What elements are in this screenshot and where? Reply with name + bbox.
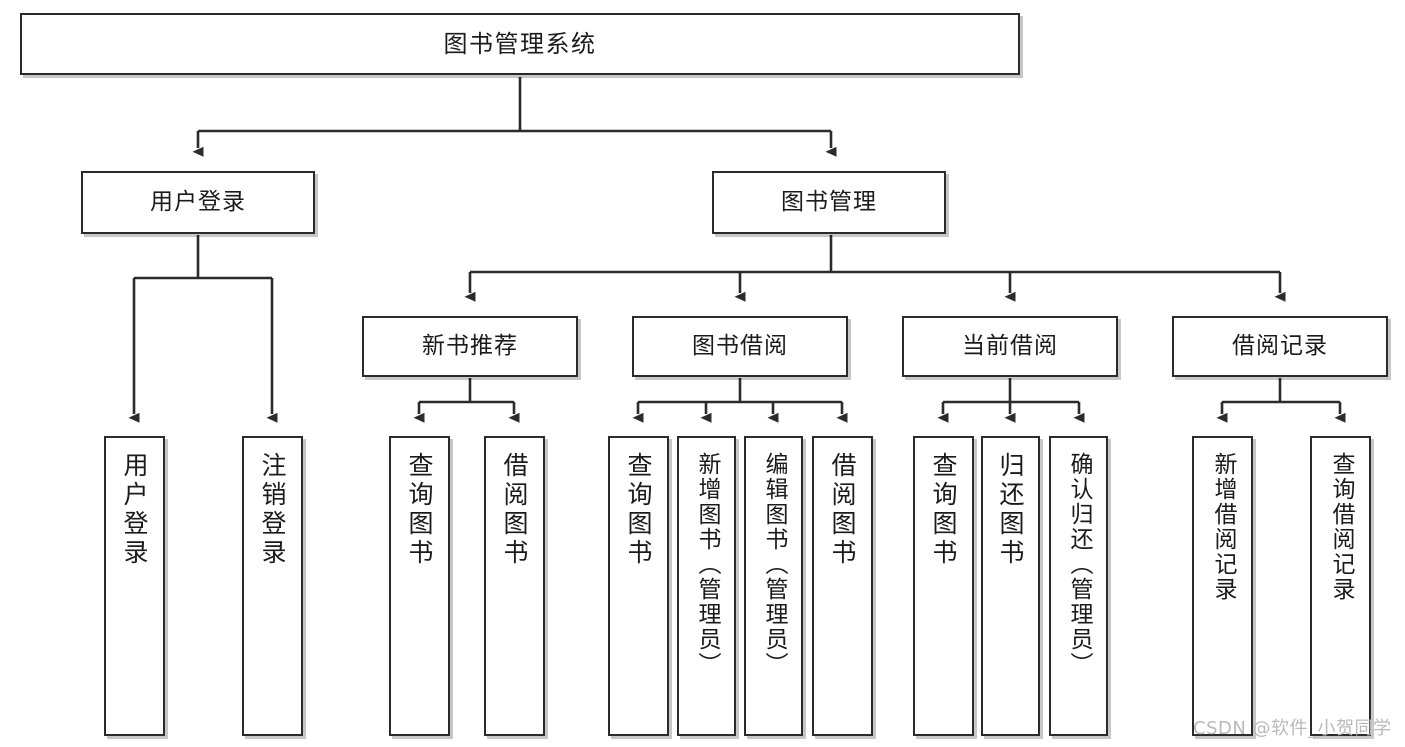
node-label: 图书管理 [781, 188, 877, 215]
leaf-edit-book-admin[interactable]: 编辑图书（管理员） [744, 436, 803, 736]
node-label: 注销登录 [258, 452, 287, 568]
node-label: 确认归还（管理员） [1066, 452, 1092, 677]
node-label: 用户登录 [120, 452, 149, 568]
node-label: 借阅记录 [1232, 332, 1328, 359]
node-book-borrow[interactable]: 图书借阅 [632, 316, 848, 377]
node-label: 当前借阅 [962, 332, 1058, 359]
leaf-borrow-book-recommend[interactable]: 借阅图书 [484, 436, 545, 736]
node-root-book-management-system[interactable]: 图书管理系统 [20, 13, 1020, 75]
node-user-login[interactable]: 用户登录 [81, 171, 315, 234]
node-book-management[interactable]: 图书管理 [712, 171, 946, 234]
leaf-query-book-recommend[interactable]: 查询图书 [389, 436, 450, 736]
csdn-watermark: CSDN @软件_小贺同学 [1193, 718, 1392, 739]
node-new-book-recommend[interactable]: 新书推荐 [362, 316, 578, 377]
leaf-add-book-admin[interactable]: 新增图书（管理员） [677, 436, 736, 736]
node-label: 查询图书 [929, 452, 958, 568]
node-label: 新书推荐 [422, 332, 518, 359]
leaf-logout-login[interactable]: 注销登录 [242, 436, 303, 736]
node-label: 图书管理系统 [443, 29, 597, 58]
node-label: 编辑图书（管理员） [761, 452, 787, 677]
node-label: 借阅图书 [500, 452, 529, 568]
node-label: 图书借阅 [692, 332, 788, 359]
node-label: 新增图书（管理员） [694, 452, 720, 677]
node-label: 用户登录 [150, 188, 246, 215]
leaf-query-book-borrow[interactable]: 查询图书 [608, 436, 669, 736]
leaf-return-book[interactable]: 归还图书 [981, 436, 1040, 736]
node-label: 查询借阅记录 [1328, 452, 1354, 602]
node-label: 借阅图书 [828, 452, 857, 568]
leaf-query-book-current[interactable]: 查询图书 [913, 436, 974, 736]
node-label: 新增借阅记录 [1210, 452, 1236, 602]
node-label: 归还图书 [996, 452, 1025, 568]
leaf-add-borrow-record[interactable]: 新增借阅记录 [1192, 436, 1253, 736]
node-label: 查询图书 [624, 452, 653, 568]
leaf-query-borrow-record[interactable]: 查询借阅记录 [1310, 436, 1371, 736]
leaf-confirm-return-admin[interactable]: 确认归还（管理员） [1049, 436, 1108, 736]
node-current-borrow[interactable]: 当前借阅 [902, 316, 1118, 377]
leaf-user-login[interactable]: 用户登录 [104, 436, 165, 736]
node-label: 查询图书 [405, 452, 434, 568]
leaf-borrow-book-borrow[interactable]: 借阅图书 [812, 436, 873, 736]
node-borrow-record[interactable]: 借阅记录 [1172, 316, 1388, 377]
